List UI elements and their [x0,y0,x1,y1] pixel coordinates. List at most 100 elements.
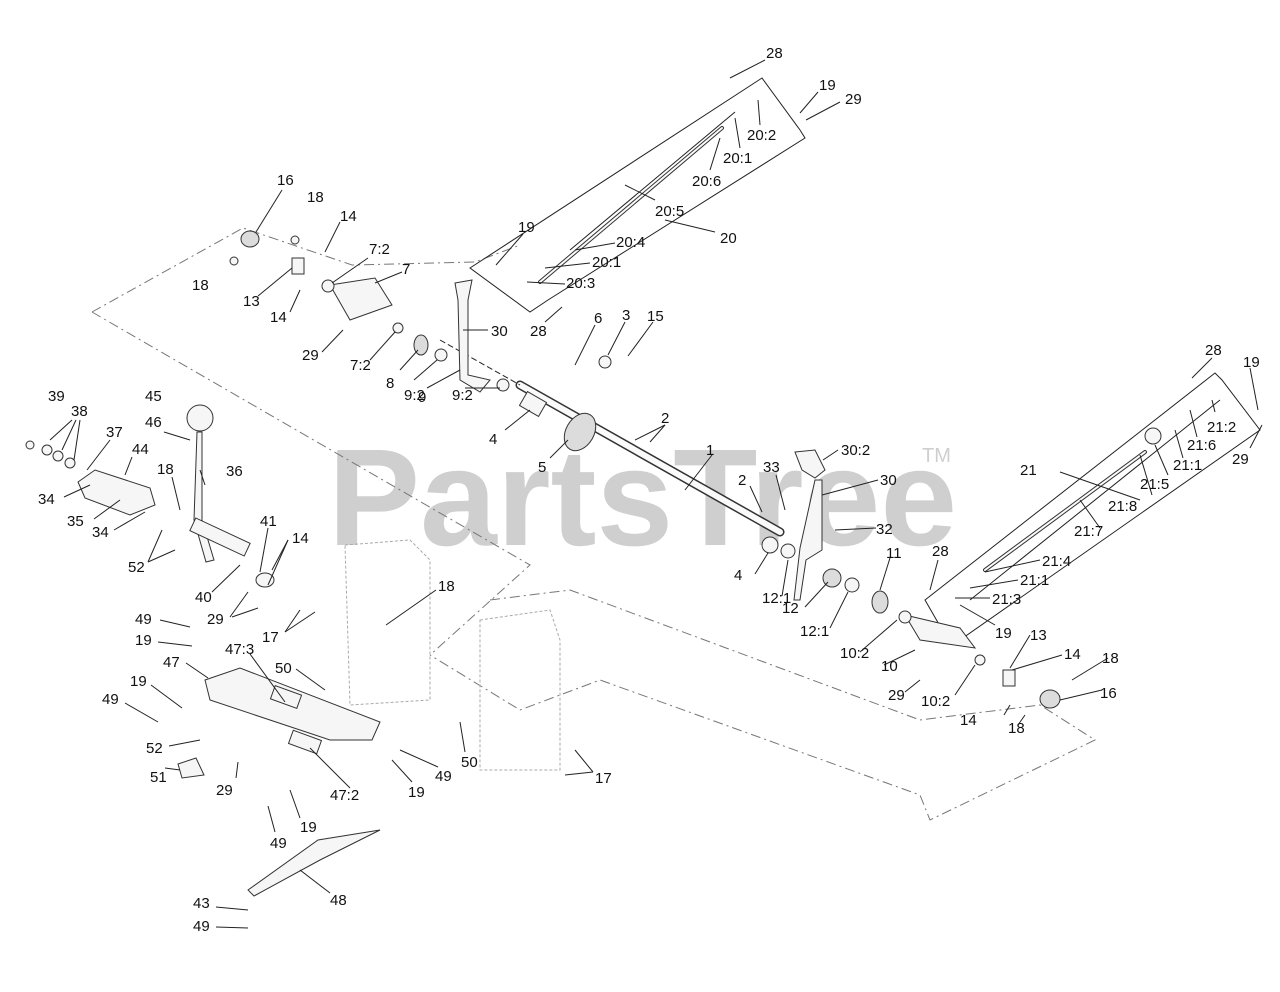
label-14e: 14 [960,712,977,729]
washer-38b [52,450,64,462]
label-29b: 29 [302,347,319,364]
label-15: 15 [647,308,664,325]
nut-18b [229,256,239,266]
pivot-40 [189,517,251,557]
washer-38a [41,444,53,456]
label-21-8: 21:8 [1108,498,1137,515]
label-49d: 49 [270,835,287,852]
right-pedal-assembly [761,427,1162,709]
washer-7-2 [321,279,335,293]
label-18: 18 [307,189,324,206]
label-47: 47 [163,654,180,671]
yoke-21-5 [1144,427,1162,445]
label-44: 44 [132,441,149,458]
label-12: 12 [782,600,799,617]
label-30-2: 30:2 [841,442,870,459]
label-11: 11 [886,545,902,562]
label-9: 9 [418,389,426,406]
label-51: 51 [150,769,167,786]
bushing-9-2 [434,348,448,362]
frames [344,539,561,771]
label-29: 29 [845,91,862,108]
label-19h: 19 [995,625,1012,642]
label-8: 8 [386,375,394,392]
frame-right [479,609,561,771]
label-16b: 16 [1100,685,1117,702]
label-21-5: 21:5 [1140,476,1169,493]
bushing-9-2b [496,378,510,392]
label-20-5: 20:5 [655,203,684,220]
label-48: 48 [330,892,347,909]
label-19g: 19 [1243,354,1260,371]
rod-21-4 [969,399,1221,601]
label-41: 41 [260,513,277,530]
label-35: 35 [67,513,84,530]
latch-51 [177,757,205,779]
label-32: 32 [876,521,893,538]
label-2b: 2 [738,472,746,489]
label-20-2: 20:2 [747,127,776,144]
label-19f: 19 [300,819,317,836]
watermark-text: PartsTree [328,421,957,575]
label-52: 52 [128,559,145,576]
label-40: 40 [195,589,212,606]
label-19d: 19 [130,673,147,690]
label-38: 38 [71,403,88,420]
label-14b: 14 [270,309,287,326]
lower-left-brackets [177,667,381,897]
nut-39 [25,440,35,450]
label-29f: 29 [1232,451,1249,468]
label-14d: 14 [1064,646,1081,663]
label-28d: 28 [932,543,949,560]
label-20-4: 20:4 [616,234,645,251]
frame-left [344,539,431,706]
label-37: 37 [106,424,123,441]
label-28: 28 [766,45,783,62]
label-29d: 29 [216,782,233,799]
label-17: 17 [262,629,279,646]
label-21-1: 21:1 [1173,457,1202,474]
label-34: 34 [38,491,55,508]
label-49: 49 [135,611,152,628]
label-33: 33 [763,459,780,476]
assembly-outlines [91,227,1097,821]
label-6: 6 [594,310,602,327]
label-1: 1 [706,442,714,459]
label-29c: 29 [207,611,224,628]
label-5: 5 [538,459,546,476]
label-28b: 28 [530,323,547,340]
label-21-4: 21:4 [1042,553,1071,570]
rod-20-4 [569,111,736,251]
label-39: 39 [48,388,65,405]
label-18e: 18 [1008,720,1025,737]
washer-7-2b [392,322,404,334]
label-49c: 49 [435,768,452,785]
bracket-13b [1002,669,1016,687]
label-21-7: 21:7 [1074,523,1103,540]
bushing-12-1 [780,543,796,559]
left-diagonal-outline [91,311,531,656]
callout-labels: 28 19 29 20:2 20:1 20:6 20:5 20 19 20:4 … [38,45,1260,935]
label-21-3: 21:3 [992,591,1021,608]
rod-20-5 [538,126,724,284]
label-19c: 19 [135,632,152,649]
pivot-10 [903,614,977,649]
label-9-2b: 9:2 [452,387,473,404]
label-52b: 52 [146,740,163,757]
label-47-3: 47:3 [225,641,254,658]
upper-left-outline [91,227,521,313]
label-16: 16 [277,172,294,189]
leader-lines [49,59,1263,929]
label-14: 14 [340,208,357,225]
watermark-trademark: TM [922,445,951,467]
label-18d: 18 [438,578,455,595]
plate-47-3 [269,684,303,710]
label-50: 50 [275,660,292,677]
kit-box-21 [924,372,1261,641]
spring-5 [563,412,597,452]
rod-48 [247,829,381,897]
label-50b: 50 [461,754,478,771]
watermark: PartsTree TM [328,421,957,575]
label-20-6: 20:6 [692,173,721,190]
